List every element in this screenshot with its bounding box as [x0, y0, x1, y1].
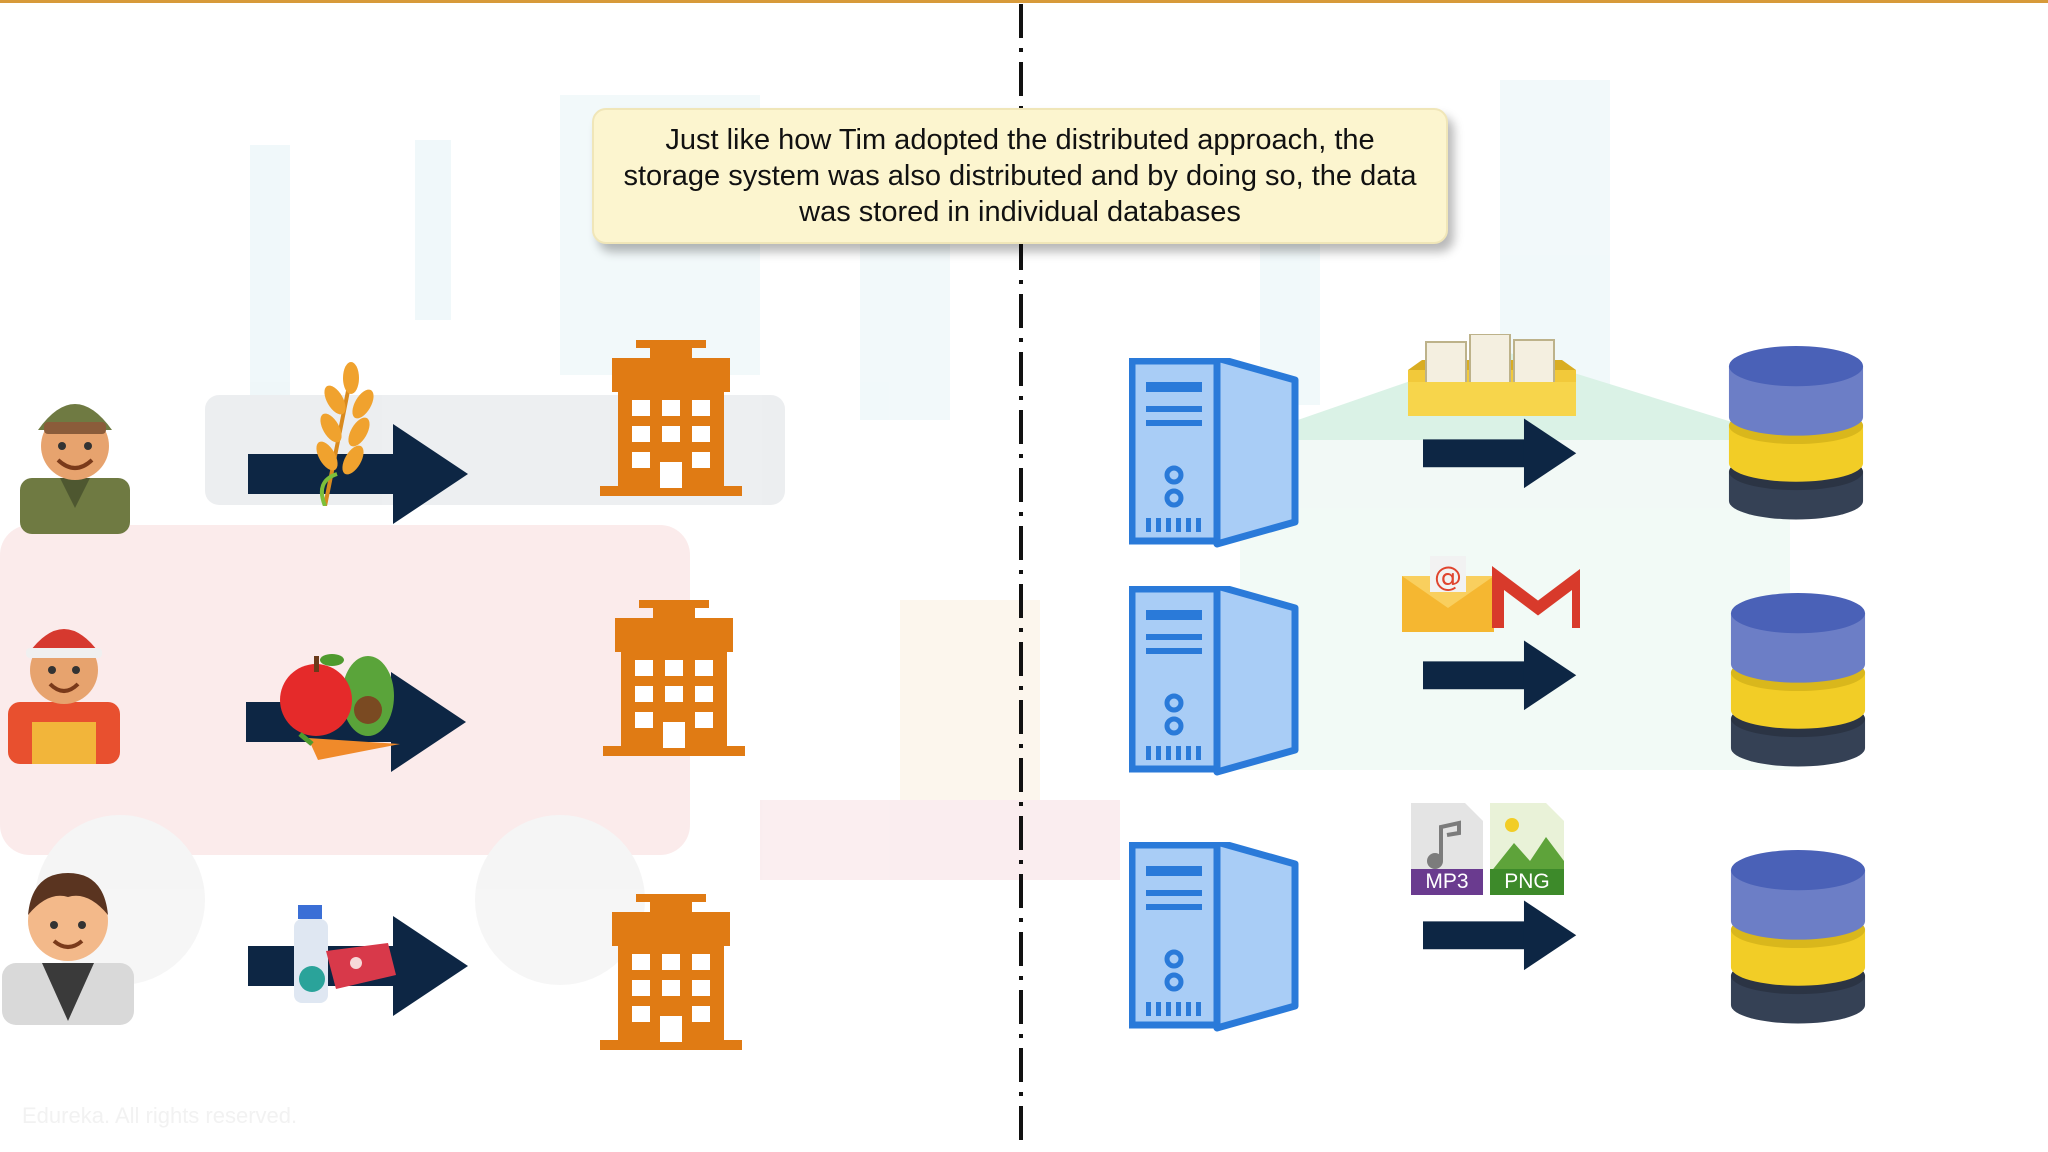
arrow-4-icon: [1423, 418, 1577, 489]
shopkeeper-icon: [2, 873, 134, 1025]
milk-meat-icon: [294, 905, 396, 1003]
farmer-icon: [20, 404, 130, 534]
warehouse-building-2-icon: [603, 600, 745, 756]
server-tower-2-icon: [1129, 586, 1299, 776]
mp3-file-icon: MP3: [1411, 803, 1483, 895]
mp3-label: MP3: [1425, 870, 1469, 893]
png-file-icon: PNG: [1490, 803, 1564, 895]
explanation-callout: Just like how Tim adopted the distribute…: [592, 108, 1448, 244]
arrow-5-icon: [1423, 640, 1577, 711]
documents-folder-icon: [1408, 334, 1576, 416]
database-3-icon: [1730, 850, 1866, 1024]
server-tower-3-icon: [1129, 842, 1299, 1032]
arrow-6-icon: [1423, 900, 1577, 971]
fruits-vegetables-icon: [280, 654, 400, 760]
server-tower-1-icon: [1129, 358, 1299, 548]
copyright-footer: Edureka. All rights reserved.: [22, 1103, 298, 1128]
png-label: PNG: [1504, 870, 1550, 893]
top-accent-line: [0, 0, 2048, 3]
email-icon: @: [1402, 556, 1580, 632]
wheat-icon: [316, 362, 374, 506]
database-1-icon: [1728, 346, 1864, 520]
warehouse-building-1-icon: [600, 340, 742, 496]
svg-text:@: @: [1434, 560, 1462, 593]
warehouse-building-3-icon: [600, 894, 742, 1050]
callout-text: Just like how Tim adopted the distribute…: [623, 124, 1417, 228]
delivery-person-icon: [8, 629, 120, 764]
database-2-icon: [1730, 593, 1866, 767]
